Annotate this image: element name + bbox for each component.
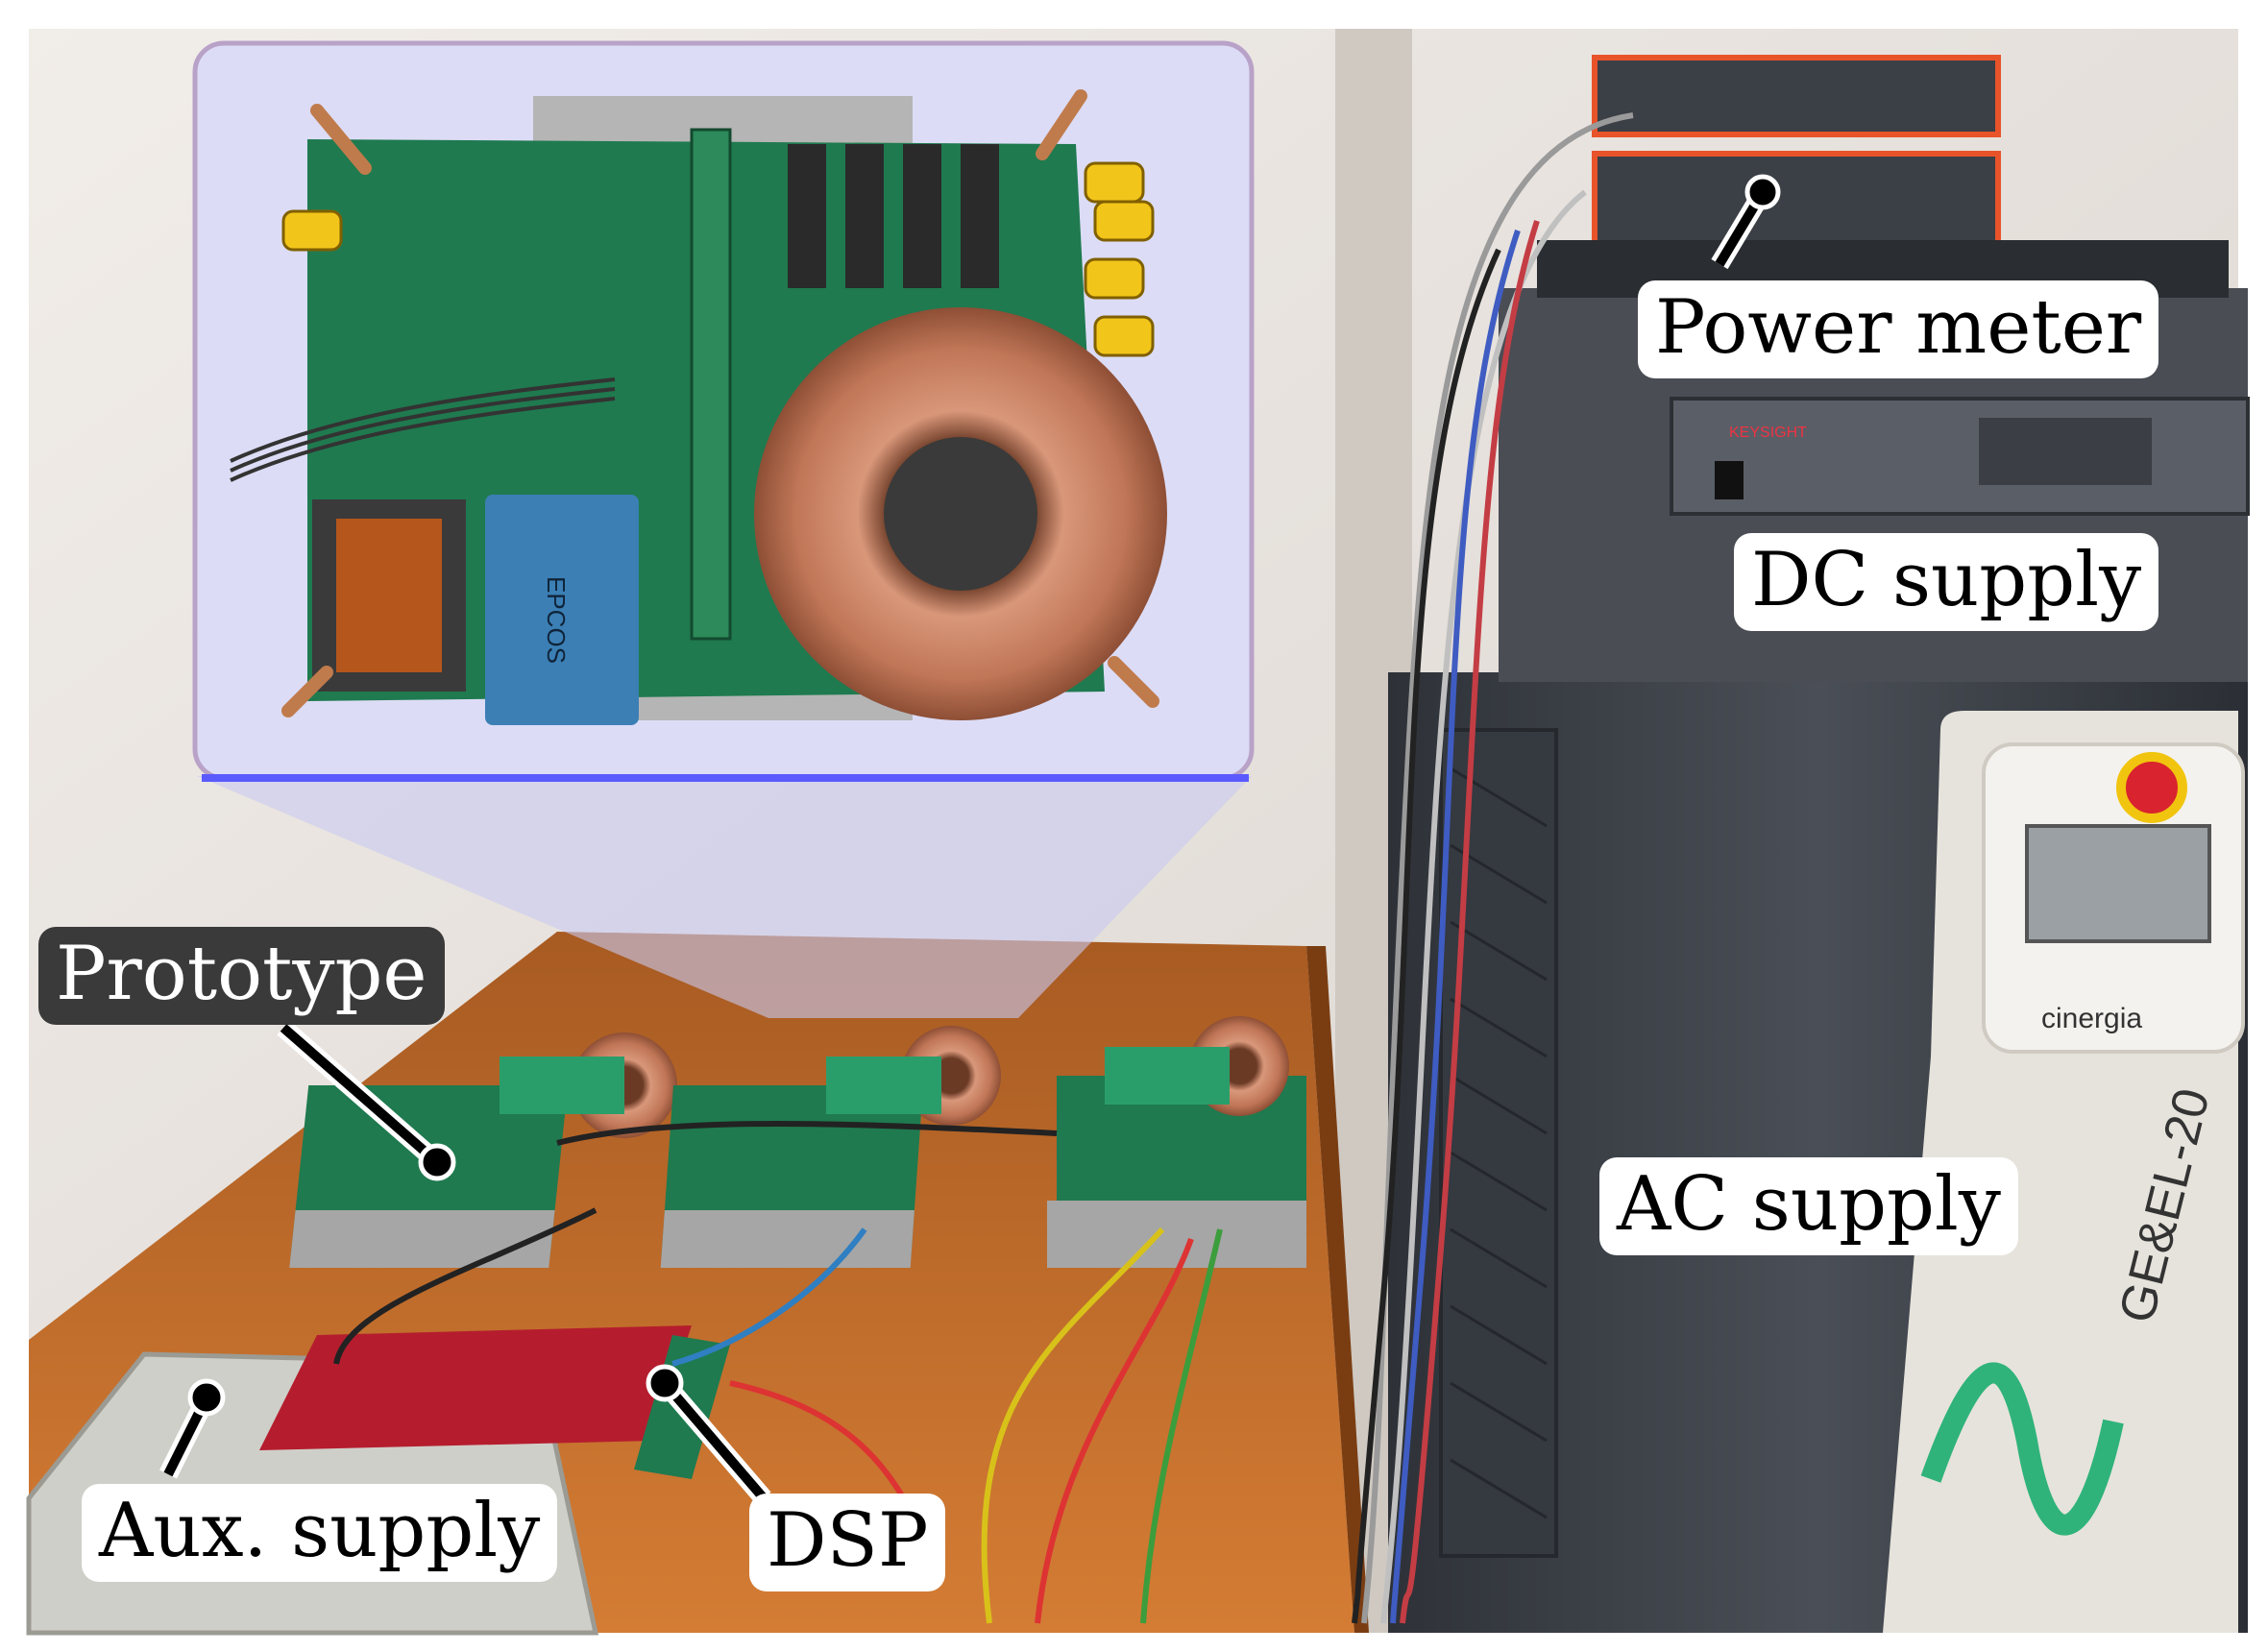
label-power-meter: Power meter [1638,280,2159,378]
ac-wave-logo [1920,1362,2124,1536]
label-aux-supply: Aux. supply [82,1484,558,1582]
label-ac-supply: AC supply [1599,1157,2018,1255]
inset-relay-1 [788,144,826,288]
label-dsp: DSP [749,1494,946,1591]
inset-terminal-lugs [281,161,1155,357]
inset-transformer-winding [336,519,442,672]
label-dc-supply: DC supply [1734,533,2159,631]
pointer-power-meter [1711,174,1781,270]
dc-brand-text: KEYSIGHT [1729,425,1807,441]
inset-daughter-board [690,128,732,641]
prototype-inset: EPCOS [192,40,1255,782]
supply-cables [1352,112,1634,1624]
ac-display [2025,824,2211,943]
inset-standoffs [281,89,1159,717]
pointer-prototype [277,1020,456,1181]
zoom-indicator [197,776,1252,1018]
dsp-board [259,1325,692,1450]
emergency-stop-button [2116,752,2187,823]
pointer-dsp [646,1364,771,1505]
inset-capacitor [485,495,639,725]
inset-relay-3 [903,144,941,288]
inset-capacitor-text: EPCOS [542,576,571,664]
label-prototype: Prototype [38,927,445,1025]
table-wires [333,1121,1223,1624]
table-edge [1306,946,1369,1633]
power-meter-top-unit [1592,55,2001,137]
ac-supply-side-grille [1439,728,1558,1558]
prototype-board-3 [1047,1016,1306,1268]
pointer-aux-supply [159,1378,226,1479]
dc-power-switch [1715,461,1744,499]
inset-ribbon-cable [230,377,616,482]
ac-brand-text: cinergia [2041,1003,2142,1034]
inset-relay-4 [961,144,999,288]
power-meter-bottom-unit [1592,151,2001,253]
inset-inductor-core [884,437,1037,591]
dc-supply-front [1670,397,2250,516]
prototype-board-2 [660,1026,1001,1268]
inset-relay-2 [845,144,884,288]
dc-supply-display [1979,418,2152,485]
